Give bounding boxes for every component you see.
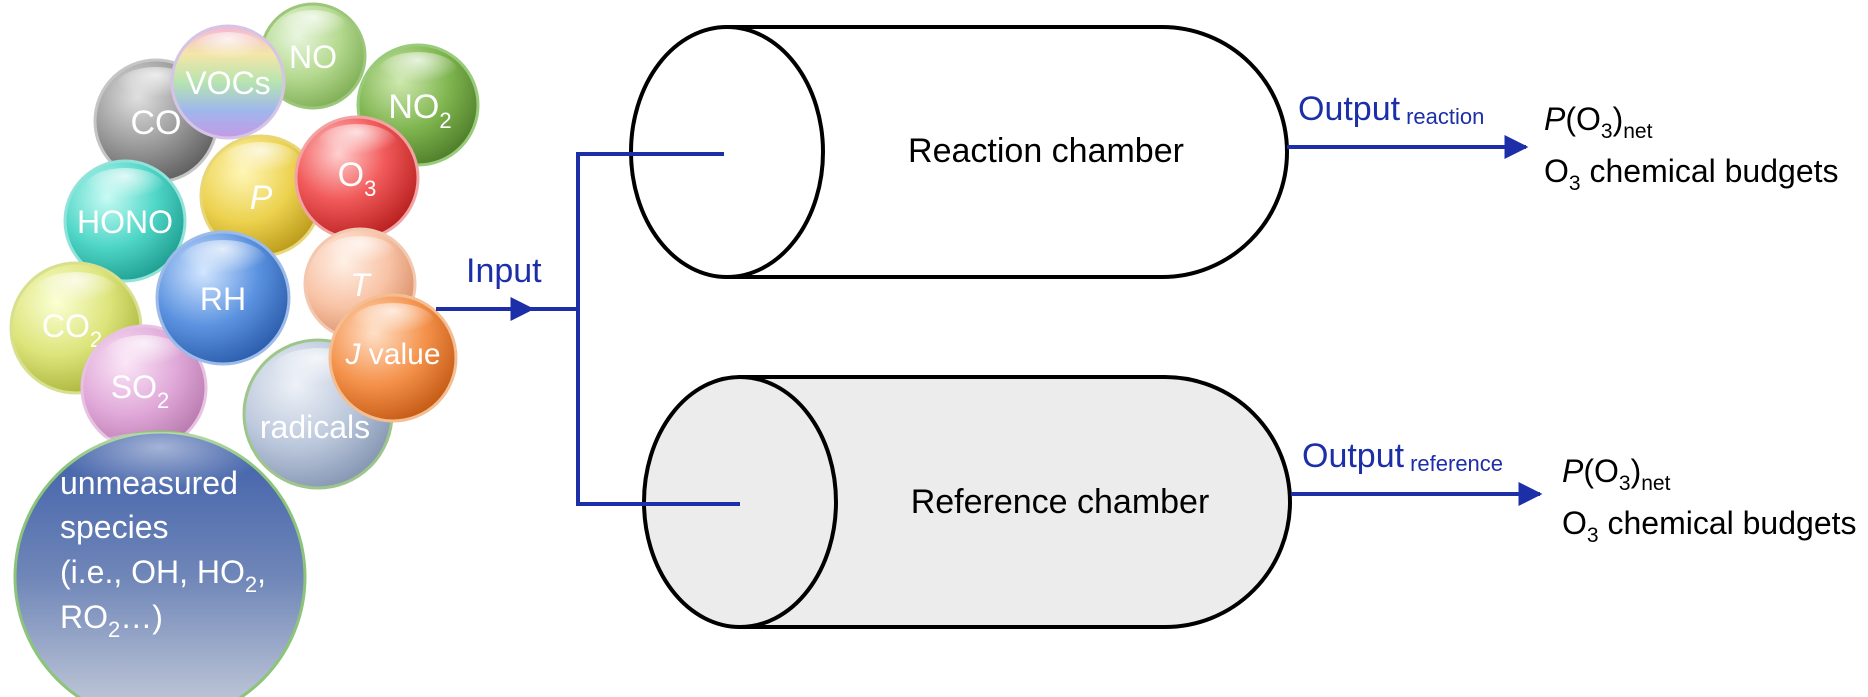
reference-output-sub: reference: [1410, 451, 1503, 476]
reference-chamber: Reference chamber: [576, 375, 1292, 629]
bubble-rh: RH: [155, 230, 291, 366]
unmeasured-line-4-sub: 2: [108, 617, 120, 642]
bubble-no: NO: [259, 2, 367, 110]
reaction-output-sub: reaction: [1406, 104, 1484, 129]
reaction-budget-o: O: [1544, 153, 1569, 189]
bubble-t-label: T: [350, 267, 372, 303]
input-label: Input: [466, 252, 542, 290]
bubble-rh-label: RH: [200, 281, 246, 317]
bubble-jvalue-label: value: [360, 338, 440, 371]
reference-chamber-label: Reference chamber: [911, 483, 1210, 521]
bubble-o3-subscript: 3: [364, 176, 376, 201]
bubble-so2-subscript: 2: [157, 388, 169, 413]
species-bubble-cluster: NO NO2 CO VOCs P O3: [9, 2, 480, 697]
reference-budget-o: O: [1562, 505, 1587, 541]
svg-text:(i.e., OH, HO2,: (i.e., OH, HO2,: [60, 554, 266, 597]
reaction-chamber-label: Reaction chamber: [908, 132, 1184, 170]
bubble-jvalue: J value: [328, 293, 458, 423]
bubble-jvalue-j: J: [344, 338, 361, 371]
svg-text:O3 chemical budgets: O3 chemical budgets: [1544, 153, 1839, 195]
reference-result-subnet: net: [1641, 472, 1670, 495]
bubble-o3: O3: [294, 115, 420, 241]
bubble-co-label: CO: [131, 104, 182, 142]
reaction-output-label: Output: [1298, 90, 1401, 128]
bubble-so2: SO2: [80, 324, 208, 452]
bubble-o3-label: O: [338, 156, 364, 194]
bubble-vocs-label: VOCs: [185, 65, 270, 101]
reference-budget-sub: 3: [1587, 524, 1599, 547]
reaction-result-close: ): [1613, 101, 1624, 137]
reaction-budget-label: chemical budgets: [1581, 153, 1839, 189]
bubble-no-label: NO: [289, 39, 337, 75]
bubble-co2-label: CO: [42, 308, 90, 344]
reference-result-open: (O: [1583, 453, 1619, 489]
unmeasured-line-4b: …): [120, 599, 163, 635]
svg-text:O3 chemical budgets: O3 chemical budgets: [1562, 505, 1857, 547]
reference-output-label: Output: [1302, 437, 1405, 475]
svg-text:RO2…): RO2…): [60, 599, 163, 642]
unmeasured-line-2: species: [60, 509, 169, 545]
unmeasured-line-3a: (i.e., OH, HO: [60, 554, 245, 590]
svg-text:O3: O3: [338, 156, 377, 201]
reference-result-p: P: [1562, 453, 1584, 489]
bubble-hono: HONO: [63, 159, 187, 283]
reaction-budget-sub: 3: [1569, 172, 1581, 195]
unmeasured-line-1: unmeasured: [60, 465, 238, 501]
reaction-chamber-body: [725, 25, 1289, 279]
bubble-so2-label: SO: [111, 369, 157, 405]
unmeasured-line-3-sub: 2: [245, 572, 257, 597]
bubble-hono-label: HONO: [77, 204, 173, 240]
bubble-vocs: VOCs: [170, 24, 286, 140]
svg-text:SO2: SO2: [111, 369, 169, 413]
reaction-chamber: Reaction chamber: [576, 25, 1289, 279]
unmeasured-line-4a: RO: [60, 599, 108, 635]
reaction-result-sub3: 3: [1601, 120, 1613, 143]
reaction-result-open: (O: [1565, 101, 1601, 137]
reaction-result-p: P: [1544, 101, 1566, 137]
svg-text:J value: J value: [344, 338, 440, 371]
unmeasured-line-3b: ,: [257, 554, 266, 590]
bubble-no2-subscript: 2: [439, 108, 451, 133]
reference-result-sub3: 3: [1619, 472, 1631, 495]
svg-text:NO2: NO2: [388, 88, 451, 133]
svg-text:P(O3)net: P(O3)net: [1562, 453, 1671, 495]
reaction-result-subnet: net: [1623, 120, 1652, 143]
bubble-p-label: P: [250, 179, 273, 217]
reference-budget-label: chemical budgets: [1599, 505, 1857, 541]
bubble-unmeasured-species: unmeasured species (i.e., OH, HO2, RO2…): [13, 430, 307, 697]
reference-result-close: ): [1631, 453, 1642, 489]
svg-text:P(O3)net: P(O3)net: [1544, 101, 1653, 143]
bubble-radicals-label: radicals: [260, 409, 370, 445]
reference-chamber-body: [738, 375, 1292, 629]
bubble-no2-label: NO: [388, 88, 439, 126]
